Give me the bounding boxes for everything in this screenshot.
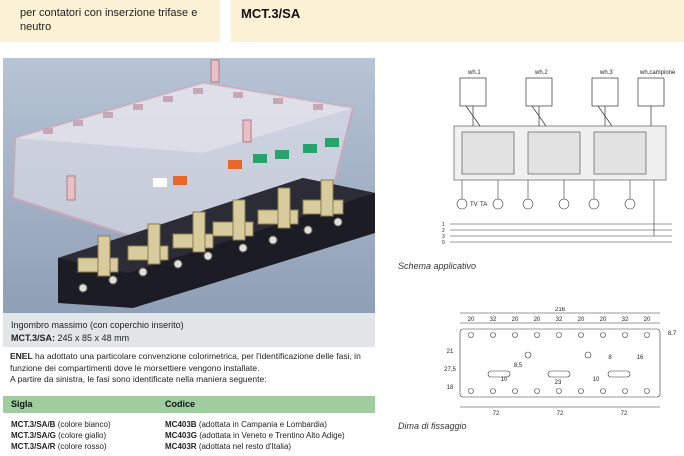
dim-top: 32 [622,317,629,323]
table-row: MC403B (adottata in Campania e Lombardia… [165,420,327,429]
table-row: MC403R (adottata nel resto d'Italia) [165,442,291,451]
dim-left: 21 [447,349,454,355]
row-sigla-note: (colore bianco) [57,420,111,429]
row-codice: MC403B [165,420,197,429]
dim-top: 20 [644,317,651,323]
line-label-2: 2 [442,228,445,234]
supply-lines [450,223,672,243]
table-row: MCT.3/SA/R (colore rosso) [11,442,107,451]
dim-right: 8,7 [668,331,677,337]
col-header-codice: Codice [165,399,196,409]
dim-top: 32 [556,317,563,323]
row-codice-note: (adottata nel resto d'Italia) [198,442,292,451]
line-label-0: 0 [442,240,445,246]
caption-model: MCT.3/SA: [11,333,56,343]
caption-line1: Ingombro massimo (con coperchio inserito… [11,320,184,330]
dim-top: 20 [578,317,585,323]
row-sigla: MCT.3/SA/R [11,442,56,451]
terminal-block-symbol [453,125,667,181]
enel-text2: A partire da sinistra, le fasi sono iden… [10,374,267,384]
dim-top: 20 [512,317,519,323]
dim-inner: 16 [637,355,644,361]
dim-inner: 8,5 [514,363,523,369]
brass-terminals [77,179,344,277]
transformer-symbols [456,180,655,236]
row-codice-note: (adottata in Campania e Lombardia) [198,420,327,429]
cover-screws [66,59,252,201]
meter-symbols [459,77,665,127]
dim-inner: 10 [501,377,508,383]
dim-top: 20 [468,317,475,323]
schema-label-wh3: wh.3 [599,70,613,76]
row-sigla-note: (colore giallo) [58,431,107,440]
dimensions-caption: Ingombro massimo (con coperchio inserito… [3,313,375,347]
table-row: MC403G (adottata in Veneto e Trentino Al… [165,431,345,440]
dim-top: 20 [534,317,541,323]
schema-label-ta: TA [480,202,487,208]
caption-dims: 245 x 85 x 48 mm [57,333,130,343]
schema-caption: Schema applicativo [398,261,477,271]
line-label-3: 3 [442,234,445,240]
schema-label-tv: TV [470,202,478,208]
dim-bottom: 72 [621,411,628,417]
enel-brand: ENEL [10,351,33,361]
phase-markers [153,138,339,187]
row-sigla-note: (colore rosso) [57,442,107,451]
mounting-template: 216 20 32 20 20 32 20 20 32 20 8,7 21 27… [444,307,677,417]
schema-label-whc: wh.campione [639,70,676,76]
dim-left: 18 [447,385,454,391]
terminal-block-illustration [3,58,375,313]
dim-inner: 8 [608,355,612,361]
cover-clips [43,88,323,134]
dim-left: 27,5 [444,367,456,373]
row-sigla: MCT.3/SA/B [11,420,56,429]
row-codice: MC403G [165,431,198,440]
terminal-screws [78,217,343,293]
mounting-holes [468,332,650,394]
enel-text1: ha adottato una particolare convenzione … [10,351,361,373]
dim-bottom: 72 [493,411,500,417]
col-header-sigla: Sigla [11,399,33,409]
line-label-1: 1 [442,222,445,228]
table-header: Sigla Codice [3,396,375,413]
product-subtitle: per contatori con inserzione trifase e n… [20,7,198,33]
enel-note: ENEL ha adottato una particolare convenz… [10,351,374,386]
table-row: MCT.3/SA/B (colore bianco) [11,420,111,429]
product-photo [3,58,375,313]
dim-inner: 10 [593,377,600,383]
caption-line2: MCT.3/SA: 245 x 85 x 48 mm [11,333,129,343]
row-codice-note: (adottata in Veneto e Trentino Alto Adig… [199,431,345,440]
schema-label-wh2: wh.2 [534,70,548,76]
dim-top: 20 [600,317,607,323]
wiring-schema: wh.1 wh.2 wh.3 wh.campione TV TA 1 2 3 0 [442,70,676,246]
dim-bottom: 72 [557,411,564,417]
row-codice: MC403R [165,442,197,451]
header-left-panel: per contatori con inserzione trifase e n… [0,0,220,42]
template-outline [459,328,661,398]
dim-top: 32 [490,317,497,323]
header-right-panel: MCT.3/SA [231,0,684,42]
template-caption: Dima di fissaggio [398,421,467,431]
schema-label-wh1: wh.1 [467,70,481,76]
dim-total: 216 [555,307,566,313]
table-row: MCT.3/SA/G (colore giallo) [11,431,106,440]
cover-top-face [15,83,353,153]
row-sigla: MCT.3/SA/G [11,431,56,440]
dim-inner: 23 [555,380,562,386]
product-code: MCT.3/SA [241,6,301,21]
